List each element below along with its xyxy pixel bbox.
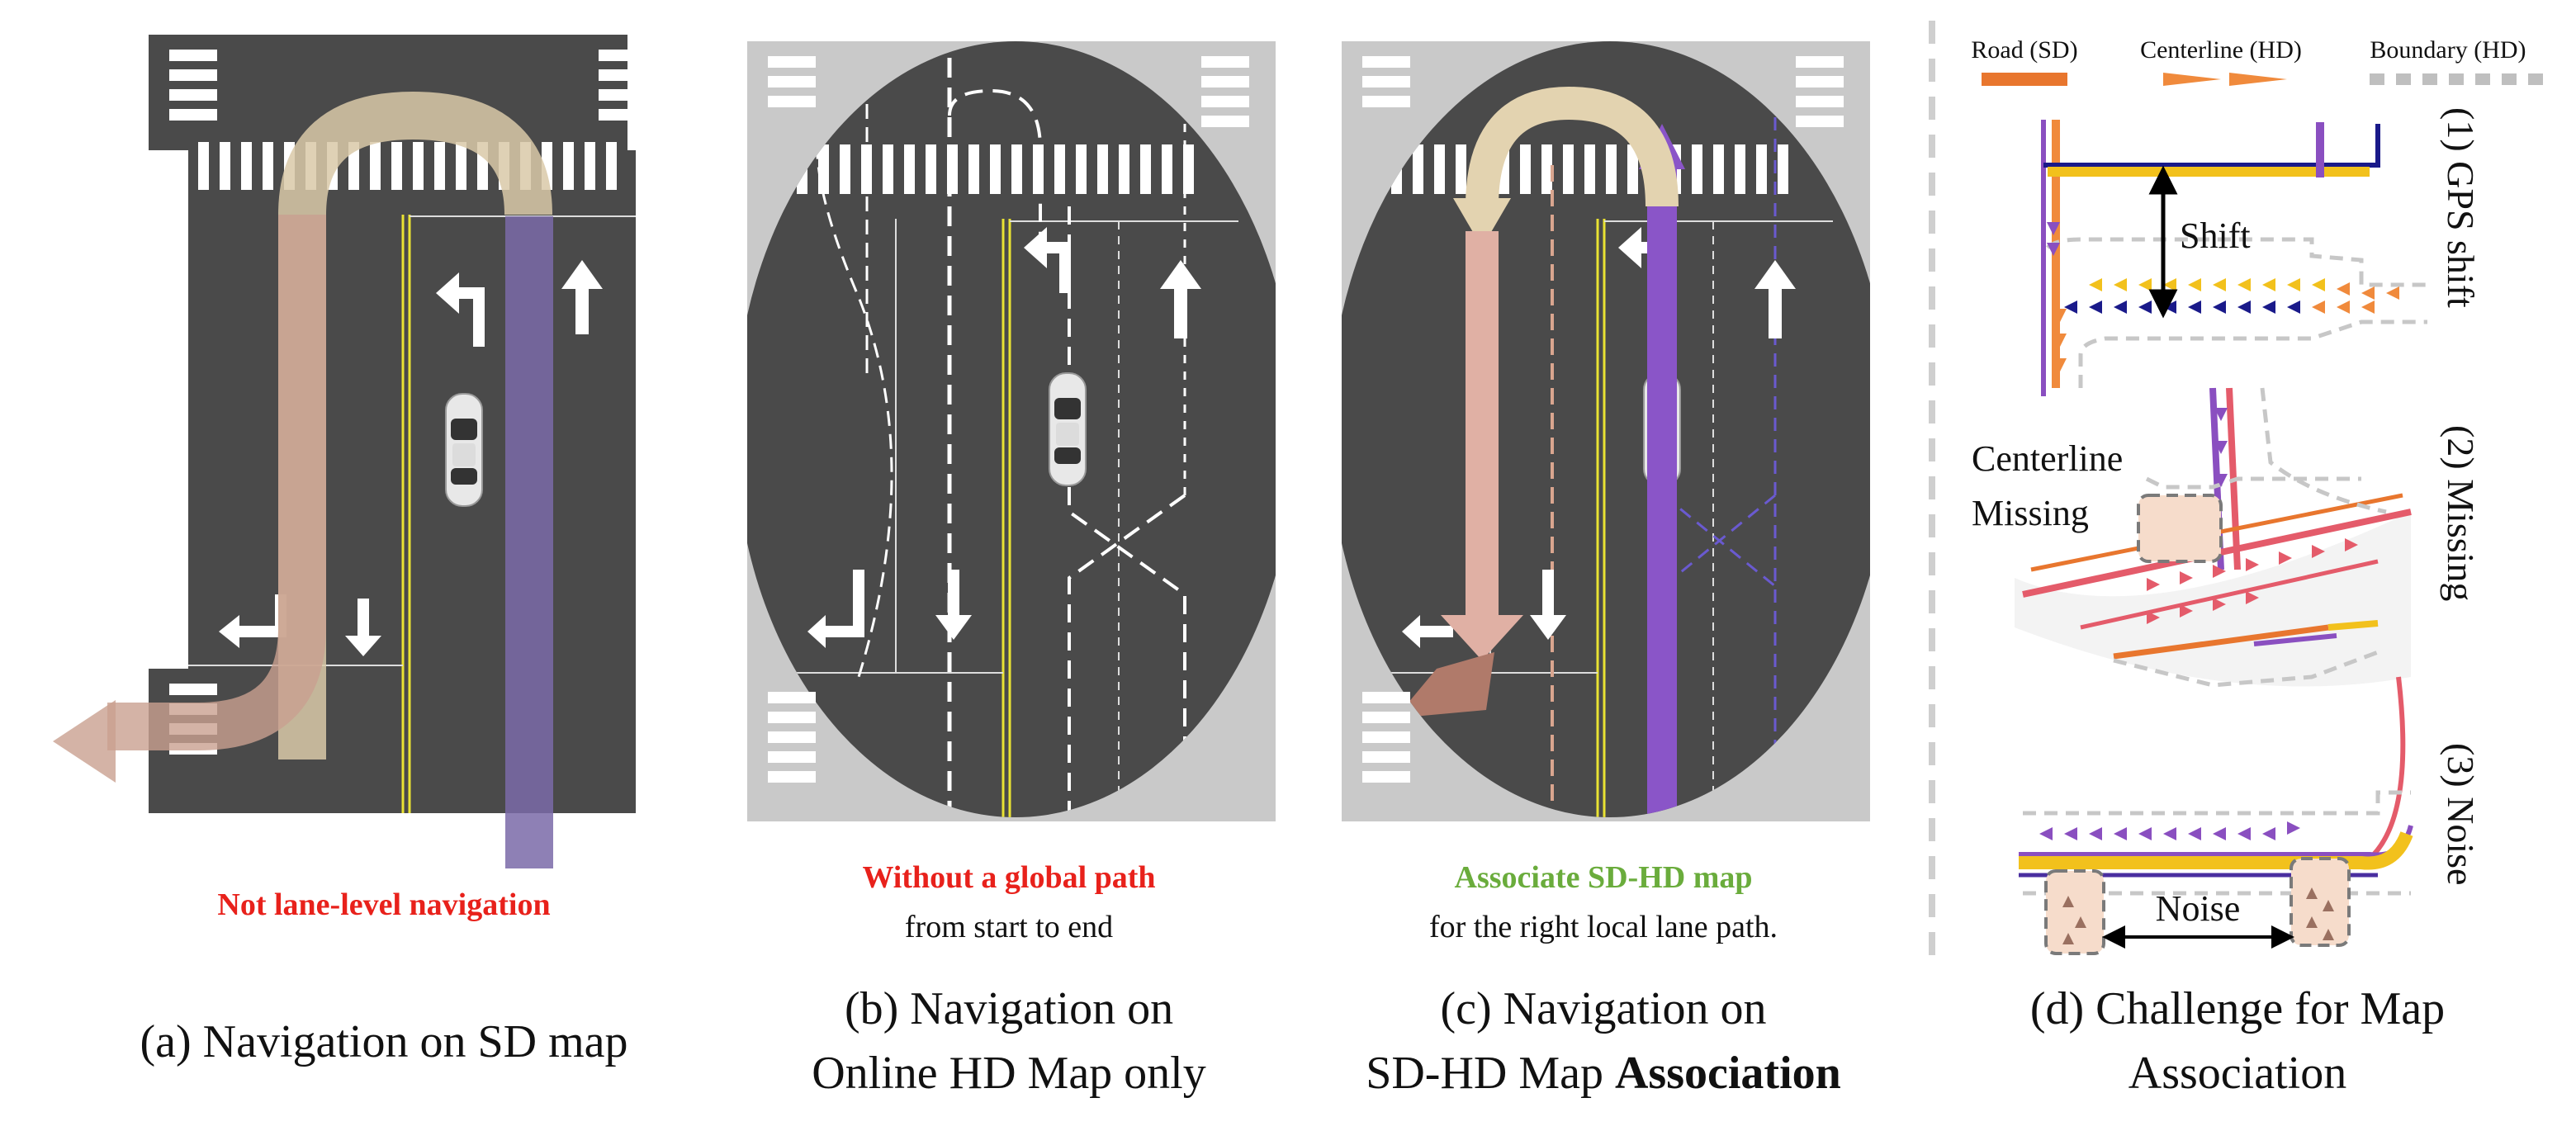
missing-highlight-box: [2137, 494, 2223, 563]
row1-gps-shift-diagram: [2041, 120, 2427, 396]
row2-annotation-line2: Missing: [1972, 493, 2089, 533]
panel-c-caption-bold: Association: [1615, 1048, 1841, 1099]
legend-centerline-swatch: [2163, 73, 2287, 86]
legend-boundary-label: Boundary (HD): [2370, 36, 2526, 64]
legend-road-label: Road (SD): [1971, 36, 2077, 64]
panel-b-road-diagram: [747, 41, 1276, 821]
panel-a-road-diagram: [53, 35, 646, 868]
legend-road-swatch: [1982, 73, 2067, 86]
row3-label: (3) Noise: [2440, 743, 2482, 885]
panel-b-note-black: from start to end: [905, 910, 1113, 944]
panel-d-caption-line2: Association: [2129, 1048, 2346, 1099]
row3-annotation: Noise: [2156, 888, 2241, 929]
noise-box-right: [2290, 857, 2351, 947]
panel-c-caption-line2: SD-HD Map Association: [1366, 1048, 1841, 1099]
panel-b-caption-line2: Online HD Map only: [812, 1048, 1206, 1099]
panel-c-caption-line1: (c) Navigation on: [1441, 983, 1767, 1034]
panel-c-road-diagram: [1342, 41, 1870, 821]
panel-c-caption-regular: SD-HD Map: [1366, 1048, 1615, 1099]
panel-b-note-red: Without a global path: [862, 860, 1155, 895]
panel-b-caption-line1: (b) Navigation on: [845, 983, 1173, 1034]
row3-noise-diagram: [2019, 676, 2413, 955]
legend-centerline-label: Centerline (HD): [2140, 36, 2302, 64]
panel-a-caption: (a) Navigation on SD map: [140, 1016, 628, 1067]
panel-d-caption-line1: (d) Challenge for Map: [2030, 983, 2445, 1034]
row2-missing-diagram: [2015, 387, 2412, 688]
panel-c-note-black: for the right local lane path.: [1429, 910, 1778, 944]
row2-annotation-line1: Centerline: [1972, 438, 2123, 479]
panel-a-note: Not lane-level navigation: [217, 887, 550, 922]
row1-annotation: Shift: [2180, 215, 2251, 256]
noise-box-left: [2044, 869, 2105, 955]
row1-label: (1) GPS shift: [2440, 107, 2482, 308]
legend: Road (SD) Centerline (HD) Boundary (HD): [1971, 36, 2543, 86]
panel-c-note-green: Associate SD-HD map: [1455, 860, 1753, 895]
row2-label: (2) Missing: [2440, 425, 2482, 601]
